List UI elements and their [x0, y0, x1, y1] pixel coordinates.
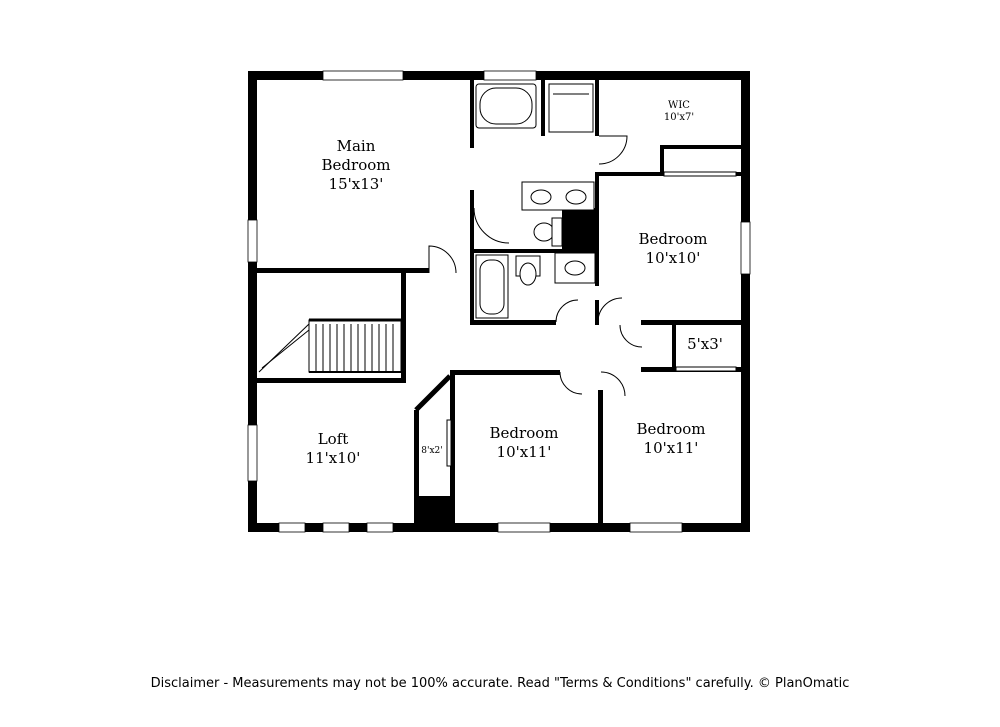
disclaimer-text: Disclaimer - Measurements may not be 100…	[150, 676, 850, 691]
bedroom-east-size: 10'x10'	[646, 249, 701, 267]
staircase	[258, 318, 402, 373]
closet-sliders	[446, 171, 737, 467]
main-bedroom-size: 15'x13'	[329, 175, 384, 193]
room-labels: Main Bedroom 15'x13' WIC 10'x7' Bedroom …	[306, 100, 723, 467]
bedroom-southeast-name: Bedroom	[637, 420, 706, 438]
wic-name: WIC	[668, 100, 690, 111]
main-bedroom-name-line1: Main	[337, 137, 376, 155]
bath-fixtures	[475, 83, 596, 319]
bedroom-middle-size: 10'x11'	[497, 443, 552, 461]
wic-size: 10'x7'	[664, 112, 694, 123]
loft-size: 11'x10'	[306, 449, 361, 467]
bedroom-southeast-size: 10'x11'	[644, 439, 699, 457]
bedroom-middle-name: Bedroom	[490, 424, 559, 442]
closet-8x2-size: 8'x2'	[421, 446, 442, 456]
main-bedroom-name-line2: Bedroom	[322, 156, 391, 174]
closet-5x3-size: 5'x3'	[687, 335, 723, 353]
door-swings	[428, 135, 643, 397]
windows	[247, 70, 751, 533]
loft-name: Loft	[318, 430, 349, 448]
bedroom-east-name: Bedroom	[639, 230, 708, 248]
closet-diagonal-wall	[414, 374, 452, 412]
